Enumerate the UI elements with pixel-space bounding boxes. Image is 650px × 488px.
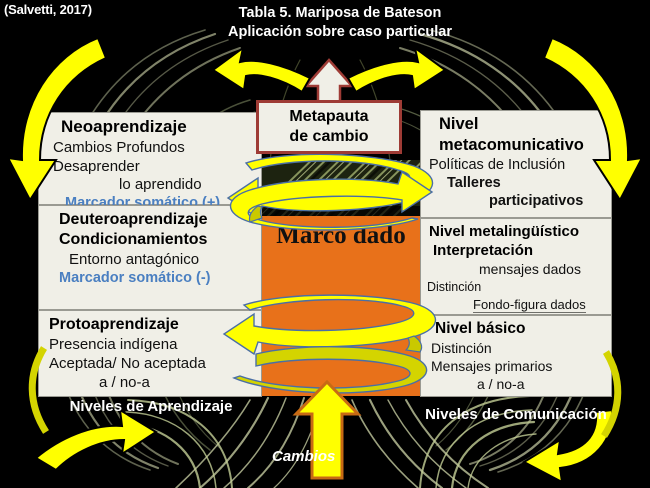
comm-block-metacomunicativo: Nivel metacomunicativo Políticas de Incl…	[420, 110, 612, 218]
block-line: Mensajes primarios	[431, 358, 553, 374]
metapauta-box: Metapauta de cambio	[256, 100, 402, 154]
title-line-2: Aplicación sobre caso particular	[227, 24, 453, 40]
learning-block-neoaprendizaje: Neoaprendizaje Cambios Profundos Desapre…	[38, 112, 262, 211]
texture-strip	[262, 160, 420, 218]
credit-text: (Salvetti, 2017)	[4, 2, 92, 17]
block-line: Entorno antagónico	[69, 251, 200, 268]
comm-block-basico: Nivel básico Distinción Mensajes primari…	[420, 315, 612, 397]
block-line: Cambios Profundos	[53, 139, 185, 156]
cambios-label: Cambios	[272, 448, 336, 465]
learning-block-protoaprendizaje: Protoaprendizaje Presencia indígena Acep…	[38, 310, 262, 397]
block-heading: Protoaprendizaje	[49, 316, 179, 333]
block-line: participativos	[489, 193, 584, 209]
communication-levels-axis-label: Niveles de Comunicación	[425, 406, 607, 423]
learning-block-deuteroaprendizaje: Deuteroaprendizaje Condicionamientos Ent…	[38, 205, 262, 310]
metapauta-line-1: Metapauta	[289, 108, 369, 125]
block-heading: Nivel	[439, 115, 479, 133]
block-heading: Nivel básico	[435, 320, 526, 337]
somatic-marker-negative: Marcador somático (-)	[59, 270, 211, 286]
block-line: Aceptada/ No aceptada	[49, 355, 206, 372]
marco-dado-label: Marco dado	[276, 222, 406, 249]
comm-block-metalinguistico: Nivel metalingüístico Interpretación men…	[420, 218, 612, 315]
block-line: Políticas de Inclusión	[429, 157, 566, 173]
fondo-figura-text: Fondo-figura dados	[473, 297, 586, 313]
title-line-1: Tabla 5. Mariposa de Bateson	[238, 5, 442, 21]
block-line: Distinción	[427, 280, 482, 294]
block-line: mensajes dados	[479, 261, 581, 277]
block-subheading: Interpretación	[433, 242, 534, 259]
block-line: Presencia indígena	[49, 336, 178, 353]
block-heading: Neoaprendizaje	[61, 117, 187, 136]
block-line-underlined: Fondo-figura dados	[427, 296, 607, 314]
block-line: Desaprender	[53, 158, 140, 175]
block-line: a / no-a	[477, 376, 525, 392]
block-heading: Nivel metalingüístico	[429, 223, 580, 240]
learning-levels-axis-label: Niveles de Aprendizaje	[69, 398, 233, 415]
block-line: a / no-a	[99, 374, 150, 391]
page-title: Tabla 5. Mariposa de Bateson Aplicación …	[145, 4, 535, 42]
block-heading: Deuteroaprendizaje	[59, 211, 208, 228]
block-subheading: Condicionamientos	[59, 231, 208, 248]
block-line: lo aprendido	[119, 176, 202, 193]
block-subheading: metacomunicativo	[439, 136, 584, 154]
block-line: Distinción	[431, 340, 492, 356]
block-line: Talleres	[447, 175, 501, 191]
metapauta-line-2: de cambio	[289, 128, 369, 145]
